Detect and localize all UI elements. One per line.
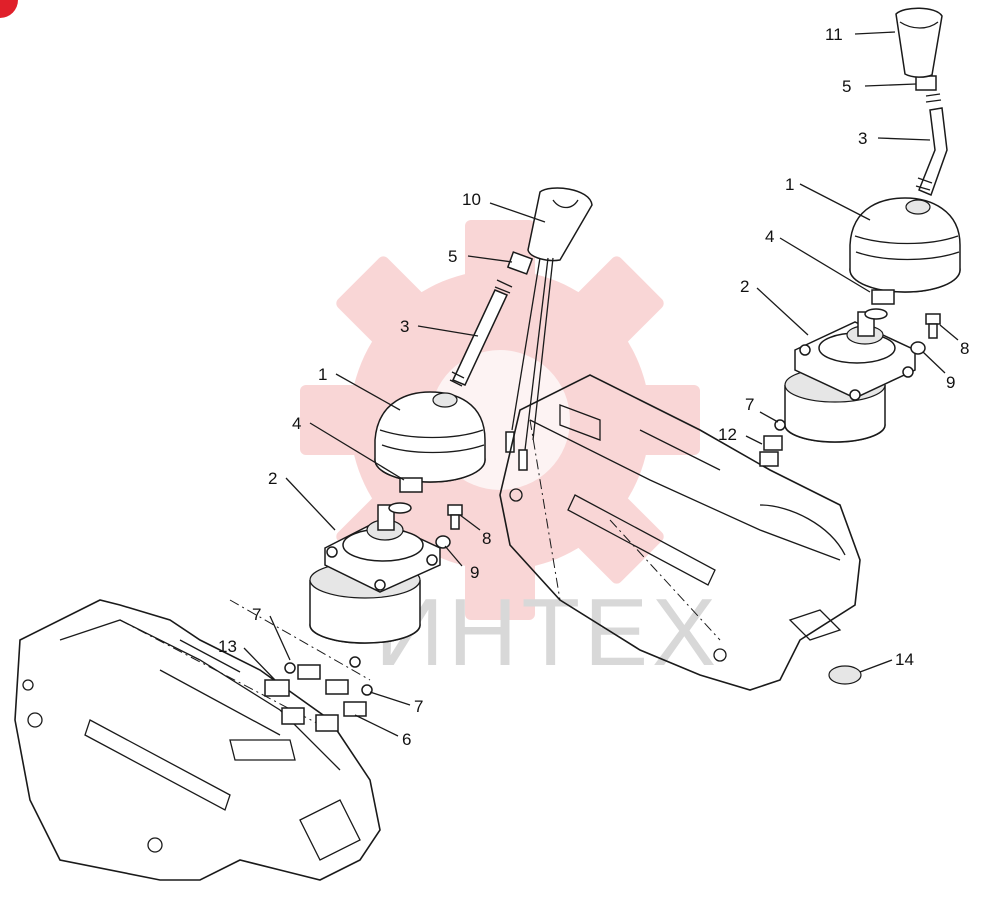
right-screw <box>925 313 941 339</box>
left-collar <box>506 251 534 275</box>
right-plug-cap <box>828 665 862 685</box>
callout-right-12: 12 <box>718 425 737 444</box>
left-boot <box>374 391 486 483</box>
left-lever-rod <box>449 279 513 387</box>
callout-labels-right: 11 5 3 1 4 2 8 9 7 12 14 <box>718 25 969 669</box>
left-washer <box>388 502 412 514</box>
right-collar <box>915 75 937 91</box>
left-lock-washer <box>435 535 451 549</box>
right-fitting <box>759 419 786 467</box>
left-wiring <box>505 257 554 471</box>
callout-left-2: 2 <box>268 469 277 488</box>
leader-lines <box>243 31 959 737</box>
callout-right-11: 11 <box>825 25 843 44</box>
callout-labels-left: 10 5 3 1 4 2 8 9 7 13 7 6 <box>218 190 491 749</box>
callout-right-8: 8 <box>960 339 969 358</box>
right-washer <box>864 308 888 320</box>
callout-right-1: 1 <box>785 175 794 194</box>
callout-right-3: 3 <box>858 129 867 148</box>
right-control-body <box>784 311 916 443</box>
callout-right-14: 14 <box>895 650 914 669</box>
callout-right-9: 9 <box>946 373 955 392</box>
callout-right-5: 5 <box>842 77 851 96</box>
callout-left-6: 6 <box>402 730 411 749</box>
right-handle-knob <box>895 7 943 78</box>
callout-right-7: 7 <box>745 395 754 414</box>
left-nut <box>399 477 423 493</box>
callout-left-3: 3 <box>400 317 409 336</box>
left-control-body <box>309 504 441 644</box>
right-frame <box>499 374 861 691</box>
callout-left-4: 4 <box>292 414 301 433</box>
right-lock-washer <box>910 341 926 355</box>
callout-left-13: 13 <box>218 637 237 656</box>
callout-left-7-lower: 7 <box>414 697 423 716</box>
callout-left-7-upper: 7 <box>252 605 261 624</box>
corner-badge <box>0 0 18 18</box>
left-fittings <box>264 656 373 732</box>
callout-left-10: 10 <box>462 190 481 209</box>
callout-left-9: 9 <box>470 563 479 582</box>
right-nut <box>871 289 895 305</box>
callout-left-1: 1 <box>318 365 327 384</box>
watermark-text: ИНТЕХ <box>375 579 720 686</box>
right-boot <box>849 197 961 293</box>
callout-left-5: 5 <box>448 247 457 266</box>
left-screw <box>447 504 463 530</box>
left-frame <box>14 599 381 881</box>
callout-right-2: 2 <box>740 277 749 296</box>
callout-right-4: 4 <box>765 227 774 246</box>
right-lever-rod <box>915 93 948 196</box>
left-handle-knob <box>527 187 593 262</box>
callout-left-8: 8 <box>482 529 491 548</box>
